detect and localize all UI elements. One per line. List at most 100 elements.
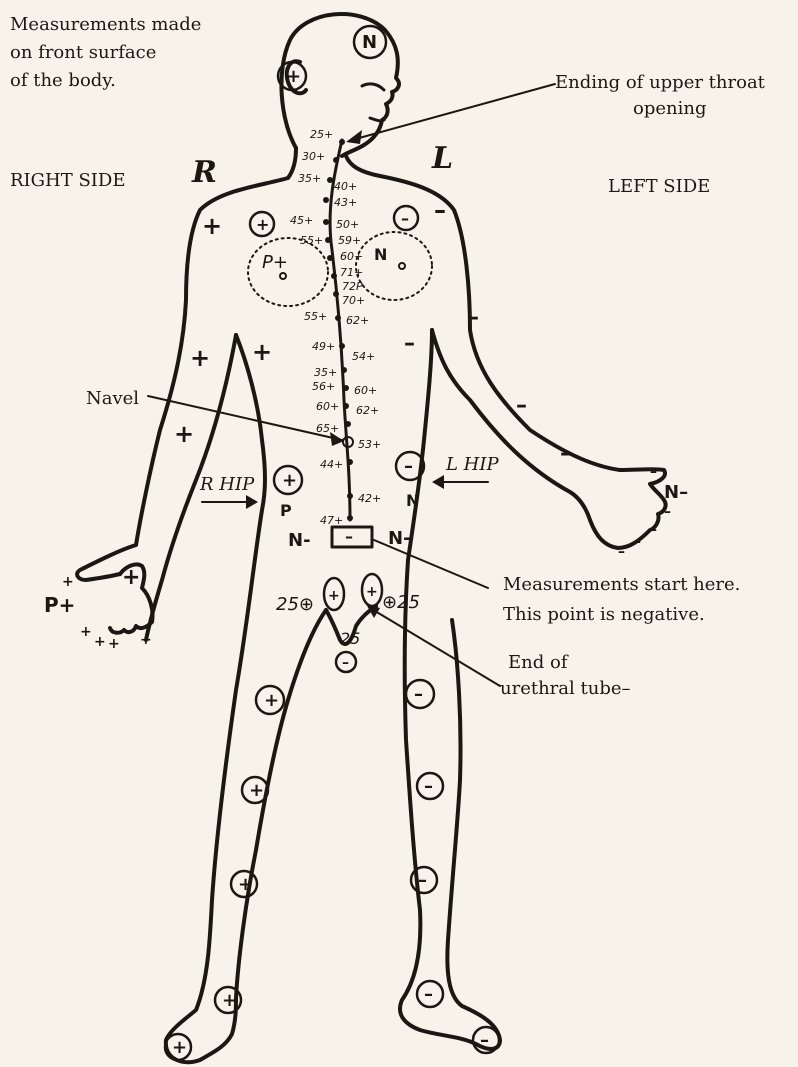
note-line-1: Measurements made (10, 14, 201, 35)
r-arm-plus-1: + (190, 344, 210, 372)
spine-reading: 62+ (346, 314, 369, 327)
r-finger-plus-5: + (140, 632, 152, 648)
spine-reading: 45+ (290, 214, 313, 227)
l-letter: L (431, 141, 453, 176)
r-leg-plus-2: + (242, 777, 268, 803)
spine-reading: 59+ (338, 234, 361, 247)
l-leg-minus-2: – (417, 773, 443, 799)
r-finger-plus-2: + (80, 624, 92, 640)
right-chest-circle (248, 238, 328, 306)
l-arm-minus-4: – (560, 441, 571, 466)
pelvis-left-value: 25⊕ (276, 594, 314, 615)
urethral-label-1: End of (508, 652, 569, 673)
throat-label-2: opening (633, 98, 706, 119)
left-nipple (399, 263, 405, 269)
spine-reading: 54+ (352, 350, 375, 363)
head-n-circle: N (354, 26, 386, 58)
chest-p-label: P+ (262, 252, 288, 273)
r-finger-plus-1: + (62, 574, 74, 590)
spine-reading: 62+ (356, 404, 379, 417)
l-arm-minus-3: – (516, 393, 527, 418)
r-finger-plus-4: + (108, 636, 120, 652)
svg-text:+: + (249, 780, 264, 801)
r-hip-arrow-head (246, 495, 258, 509)
spine-reading: 43+ (334, 196, 357, 209)
spine-reading: 25+ (310, 128, 333, 141)
spine-reading: 42+ (358, 492, 381, 505)
pelvis-center-value: 25 (340, 629, 360, 648)
pelvis-n-right: N- (388, 528, 411, 549)
shoulder-minus: – (434, 196, 446, 224)
eye-line (362, 84, 384, 90)
r-hand-p-plus: P+ (44, 593, 75, 617)
start-label-1: Measurements start here. (503, 574, 740, 595)
throat-leader (352, 84, 555, 140)
svg-text:–: – (424, 984, 433, 1005)
svg-text:+: + (222, 990, 237, 1011)
throat-arrow-head (346, 130, 362, 144)
r-leg-plus-3: + (231, 871, 257, 897)
spine-reading: 56+ (312, 380, 335, 393)
r-finger-plus-3: + (94, 634, 106, 650)
left-chest-circle (356, 232, 432, 300)
spine-reading: 53+ (358, 438, 381, 451)
urethral-leader (370, 608, 500, 686)
spine-reading: 70+ (342, 294, 365, 307)
svg-text:+: + (256, 215, 269, 234)
l-hip-n: N (406, 491, 419, 510)
svg-text:–: – (401, 209, 409, 228)
genital-right: + (362, 574, 382, 606)
start-box-symbol: – (345, 527, 353, 546)
throat-label-1: Ending of upper throat (555, 72, 766, 93)
l-hip-label: L HIP (445, 454, 499, 475)
urethral-minus-circle: – (336, 652, 356, 672)
right-nipple (280, 273, 286, 279)
spine-reading: 44+ (320, 458, 343, 471)
l-leg-minus-4: – (417, 981, 443, 1007)
spine-reading: 65+ (316, 422, 339, 435)
svg-text:N: N (362, 32, 377, 53)
l-hand-n-minus: N– (664, 482, 688, 503)
spine-reading: 71+ (340, 266, 363, 279)
l-finger-minus-4: – (634, 534, 641, 550)
spine-reading: 40+ (334, 180, 357, 193)
spine-reading: 30+ (302, 150, 325, 163)
spine-reading: 55+ (304, 310, 327, 323)
svg-text:+: + (172, 1037, 187, 1058)
genital-left: + (324, 578, 344, 610)
r-leg-plus-5: + (165, 1034, 191, 1060)
l-finger-minus-3: – (650, 522, 657, 538)
l-finger-minus-2: – (664, 504, 671, 520)
spine-reading: 35+ (298, 172, 321, 185)
l-hip-arrow-head (432, 475, 444, 489)
spine-reading: 47+ (320, 514, 343, 527)
svg-text:+: + (286, 66, 301, 87)
spine-reading: 60+ (354, 384, 377, 397)
start-label-2: This point is negative. (503, 604, 705, 625)
right-side-label: RIGHT SIDE (10, 170, 125, 191)
svg-text:+: + (328, 588, 340, 604)
l-leg-minus-1: – (406, 680, 434, 708)
svg-text:–: – (404, 456, 413, 477)
l-leg-minus-5: – (473, 1027, 499, 1053)
spine-reading: 55+ (300, 234, 323, 247)
svg-text:+: + (238, 874, 253, 895)
svg-text:–: – (418, 870, 427, 891)
r-hip-p: P (280, 501, 292, 520)
spine-reading: 35+ (314, 366, 337, 379)
note-line-2: on front surface (10, 42, 156, 63)
urethral-label-2: urethral tube– (500, 678, 631, 699)
svg-text:–: – (342, 655, 349, 671)
svg-text:–: – (480, 1030, 489, 1051)
l-finger-minus-1: – (650, 464, 657, 480)
r-hip-label: R HIP (199, 474, 255, 495)
navel-label: Navel (86, 388, 139, 409)
left-side-label: LEFT SIDE (608, 176, 710, 197)
spine-reading: 60+ (340, 250, 363, 263)
spine-reading: 72P (342, 280, 363, 293)
r-leg-plus-1: + (256, 686, 284, 714)
r-arm-plus-3: + (174, 420, 194, 448)
spine-reading: 49+ (312, 340, 335, 353)
chest-minus-circle: – (394, 206, 418, 230)
